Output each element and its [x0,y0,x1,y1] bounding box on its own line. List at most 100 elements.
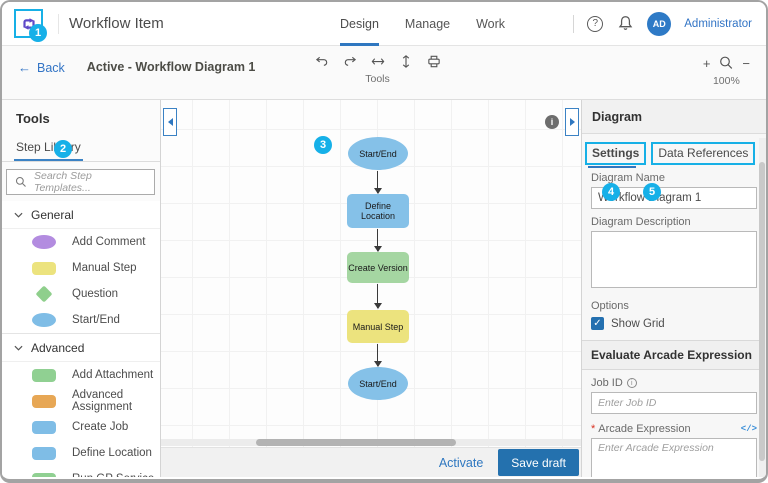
step-item-question[interactable]: Question [2,281,160,307]
horizontal-scrollbar-thumb[interactable] [256,439,456,446]
job-id-info-icon[interactable]: i [626,378,637,388]
zoom-magnifier-icon[interactable] [717,54,735,72]
step-shape-icon [32,261,56,275]
diagram-toolbar: ← Back Active - Workflow Diagram 1 [2,46,766,100]
arcade-section-title: Evaluate Arcade Expression [582,340,766,370]
diagram-description-input[interactable] [591,231,757,288]
step-item-define-location[interactable]: Define Location [2,440,160,466]
job-id-input[interactable] [591,392,757,414]
step-shape-icon [32,313,56,327]
nav-tab-manage[interactable]: Manage [404,17,451,31]
chevron-left-icon [167,118,173,126]
tools-group: Tools [313,52,443,85]
step-shape-icon [35,285,53,303]
workspace-body: Tools Step Library Search Step Templates… [2,100,766,477]
step-item-advanced-assignment[interactable]: Advanced Assignment [2,388,160,414]
flow-arrow [373,344,382,367]
required-asterisk: * [591,423,596,435]
flow-arrow [373,229,382,252]
arcade-expression-input[interactable] [591,438,757,477]
step-item-start-end[interactable]: Start/End [2,307,160,333]
sidebar-title: Tools [16,111,50,126]
search-placeholder: Search Step Templates... [34,170,92,194]
node-manual-step[interactable]: Manual Step [347,310,409,343]
code-editor-icon[interactable]: </> [740,424,757,434]
step-template-list: General Add Comment Manual Step Question [2,201,160,477]
top-header-bar: Workflow Item Design Manage Work ? AD Ad… [2,2,766,46]
back-label: Back [37,60,65,75]
nav-tab-design[interactable]: Design [340,2,379,46]
canvas-info-icon[interactable]: i [545,115,559,129]
tab-step-library[interactable]: Step Library [14,137,83,161]
primary-nav: Design Manage Work [340,2,505,46]
tools-sidebar: Tools Step Library Search Step Templates… [2,100,161,477]
node-start-end-bottom[interactable]: Start/End [348,367,408,400]
step-shape-icon [32,235,56,249]
align-vertical-icon[interactable] [397,52,415,70]
diagram-description-label: Diagram Description [591,216,691,228]
step-item-manual-step[interactable]: Manual Step [2,255,160,281]
zoom-level: 100% [712,75,740,87]
step-item-add-comment[interactable]: Add Comment [2,229,160,255]
step-shape-icon [32,472,56,477]
canvas-footer-bar: Activate Save draft [161,447,581,477]
top-right-controls: ? AD Administrator [573,11,752,36]
section-header-advanced[interactable]: Advanced [2,333,160,362]
search-icon [15,176,27,188]
header-divider [573,14,575,33]
back-button[interactable]: ← Back [18,60,65,75]
page-title: Workflow Item [69,15,164,32]
step-shape-icon [32,446,56,460]
save-draft-button[interactable]: Save draft [498,449,579,476]
arcade-expression-label: *Arcade Expression [591,423,691,435]
align-horizontal-icon[interactable] [369,52,387,70]
help-icon[interactable]: ? [587,15,604,32]
node-define-location[interactable]: Define Location [347,194,409,228]
undo-icon[interactable] [313,52,331,70]
breadcrumb: Active - Workflow Diagram 1 [86,60,256,74]
step-item-add-attachment[interactable]: Add Attachment [2,362,160,388]
workflow-manager-logo[interactable] [14,9,43,38]
tools-label: Tools [365,73,390,85]
section-header-general[interactable]: General [2,201,160,229]
chevron-right-icon [569,118,575,126]
annotation-callout-3: 3 [314,136,332,154]
panel-title: Diagram [582,100,766,134]
flow-arrow [373,284,382,309]
show-grid-checkbox[interactable]: ✓ Show Grid [591,317,757,330]
annotation-callout-2: 2 [54,140,72,158]
step-item-run-gp-service[interactable]: Run GP Service [2,466,160,477]
nav-tab-work[interactable]: Work [476,17,506,31]
step-shape-icon [32,420,56,434]
back-arrow-icon: ← [18,60,31,75]
options-label: Options [591,300,629,312]
user-name[interactable]: Administrator [684,17,752,30]
step-item-create-job[interactable]: Create Job [2,414,160,440]
panel-tabs: Settings Data References [585,142,766,168]
diagram-canvas[interactable]: i Start/End Define Location Create Versi… [161,100,581,477]
diagram-name-input[interactable] [591,187,757,209]
horizontal-scrollbar[interactable] [161,439,581,446]
zoom-out-button[interactable]: − [742,55,750,71]
checkbox-checked-icon: ✓ [591,317,604,330]
vertical-scrollbar-thumb[interactable] [759,162,765,461]
tab-settings[interactable]: Settings [585,142,647,168]
diagram-name-label: Diagram Name [591,172,665,184]
collapse-left-panel-button[interactable] [163,108,177,136]
notifications-bell-icon[interactable] [616,15,634,33]
redo-icon[interactable] [341,52,359,70]
node-start-end-top[interactable]: Start/End [348,137,408,170]
annotation-callout-1: 1 [29,24,47,42]
zoom-in-button[interactable]: + [702,55,711,71]
collapse-right-panel-button[interactable] [565,108,579,136]
annotation-callout-4: 4 [602,183,620,201]
step-search-box[interactable]: Search Step Templates... [6,169,155,195]
step-shape-icon [32,394,56,408]
node-create-version[interactable]: Create Version [347,252,409,283]
tab-data-references[interactable]: Data References [651,142,756,165]
print-icon[interactable] [425,52,443,70]
vertical-scrollbar[interactable] [759,138,766,477]
user-avatar[interactable]: AD [647,11,672,36]
activate-button[interactable]: Activate [438,455,484,470]
